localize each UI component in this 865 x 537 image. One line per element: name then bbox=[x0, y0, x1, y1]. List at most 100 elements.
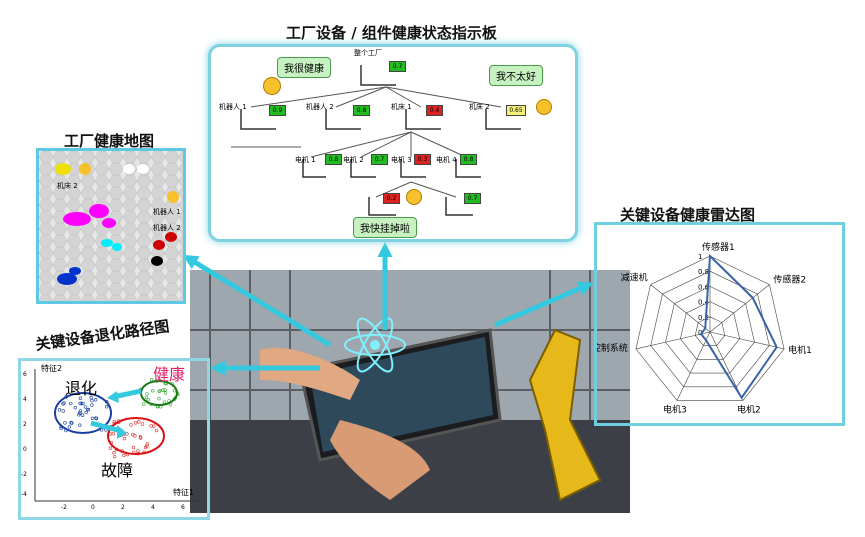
node-label-motor4: 电机 4 bbox=[436, 156, 457, 164]
scatter-point bbox=[145, 392, 149, 396]
node-label-motor3: 电机 3 bbox=[391, 156, 412, 164]
node-value-robot2: 0.8 bbox=[353, 105, 370, 116]
label-feature1: 特征1 bbox=[173, 488, 195, 497]
scatter-point bbox=[69, 420, 73, 425]
radar-tick-label: 1 bbox=[698, 253, 702, 261]
radar-chart: 00.20.40.60.81传感器1传感器2电机1电机2电机3控制系统减速机 bbox=[592, 241, 812, 415]
scatter-point bbox=[144, 395, 149, 400]
radar-tick-label: 0.2 bbox=[698, 314, 709, 322]
scatter-point bbox=[89, 396, 93, 400]
scatter-point bbox=[133, 421, 138, 425]
node-value-machine1: 0.4 bbox=[426, 105, 443, 116]
radar-category-label: 控制系统 bbox=[597, 342, 628, 354]
y-tick-2: 2 bbox=[23, 421, 27, 428]
radar-title: 关键设备健康雷达图 bbox=[620, 206, 756, 224]
smiley-sick-icon bbox=[167, 191, 179, 203]
radar-category-label: 电机2 bbox=[737, 403, 761, 415]
scatter-point bbox=[161, 388, 165, 392]
scatter-point bbox=[78, 396, 83, 400]
radar-tick-label: 0 bbox=[698, 329, 702, 337]
heatmap-label-robot2: 机器人 2 bbox=[153, 224, 181, 232]
scatter-point bbox=[151, 388, 155, 393]
bubble-unwell: 我不太好 bbox=[489, 65, 543, 86]
scatter-point bbox=[131, 445, 136, 450]
scatter-point bbox=[90, 416, 95, 420]
scatter-point bbox=[94, 416, 99, 421]
scatter-point bbox=[162, 400, 167, 404]
scatter-point bbox=[145, 442, 149, 446]
smiley-happy-icon bbox=[263, 77, 281, 95]
radar-series bbox=[699, 253, 778, 400]
radar-spoke bbox=[676, 331, 711, 401]
label-healthy: 健康 bbox=[153, 365, 186, 384]
node-value-machine2: 0.65 bbox=[506, 105, 526, 116]
smiley-dying-icon bbox=[406, 189, 422, 205]
scatter-plot bbox=[34, 369, 201, 502]
node-value-motor3: 0.3 bbox=[414, 154, 431, 165]
scatter-point bbox=[57, 408, 62, 412]
scatter-point bbox=[77, 413, 81, 417]
scatter-point bbox=[163, 391, 168, 395]
scatter-point bbox=[104, 404, 109, 409]
scatter-point bbox=[78, 401, 82, 406]
scatter-point bbox=[70, 421, 74, 425]
scatter-point bbox=[83, 405, 88, 409]
scatter-point bbox=[149, 424, 153, 428]
radar-spoke bbox=[709, 331, 744, 401]
scatter-point bbox=[129, 423, 133, 427]
radar-tick-label: 0.8 bbox=[698, 268, 709, 276]
degradation-path-plot: 退化 健康 故障 特征2 特征1 6 4 2 0 -2 -4 -2 0 2 4 … bbox=[18, 358, 210, 520]
factory-photo bbox=[190, 270, 630, 513]
bubble-healthy: 我很健康 bbox=[277, 57, 331, 78]
scatter-point bbox=[154, 428, 159, 433]
node-value-motor2: 0.7 bbox=[371, 154, 388, 165]
scatter-point bbox=[108, 446, 113, 450]
radar-grid-ring bbox=[650, 270, 770, 388]
y-tick-5: -4 bbox=[21, 491, 27, 498]
node-label-machine1: 机床 1 bbox=[391, 103, 412, 111]
scatter-point bbox=[90, 403, 94, 407]
node-value-motor4: 0.8 bbox=[460, 154, 477, 165]
label-degrade: 退化 bbox=[65, 379, 98, 398]
radar-category-label: 电机1 bbox=[788, 344, 812, 356]
arrow-to-heatmap bbox=[182, 254, 332, 348]
x-tick-3: 4 bbox=[151, 504, 155, 511]
bubble-dying: 我快挂掉啦 bbox=[353, 217, 417, 238]
scatter-point bbox=[157, 389, 161, 394]
y-tick-4: -2 bbox=[21, 471, 27, 478]
scatter-point bbox=[67, 425, 72, 429]
node-value-part2: 0.7 bbox=[464, 193, 481, 204]
health-indicator-board: 整个工厂 0.7 机器人 1 0.9 机器人 2 0.8 机床 1 0.4 机床… bbox=[208, 44, 578, 242]
node-value-robot1: 0.9 bbox=[269, 105, 286, 116]
heatmap-label-robot1: 机器人 1 bbox=[153, 208, 181, 216]
node-label-root: 整个工厂 bbox=[354, 49, 382, 57]
radar-grid-ring bbox=[635, 255, 785, 401]
scatter-point bbox=[73, 405, 77, 410]
scatter-point bbox=[157, 396, 161, 401]
label-feature2: 特征2 bbox=[41, 364, 63, 373]
scatter-point bbox=[78, 423, 82, 427]
heatmap-label-machine2: 机床 2 bbox=[57, 182, 78, 190]
label-fault: 故障 bbox=[101, 461, 134, 480]
node-value-root: 0.7 bbox=[389, 61, 406, 72]
x-tick-1: 0 bbox=[91, 504, 95, 511]
scatter-point bbox=[63, 421, 67, 425]
scatter-point bbox=[131, 432, 135, 437]
radar-tick-label: 0.6 bbox=[698, 283, 710, 291]
scatter-point bbox=[69, 401, 73, 406]
scatter-point bbox=[140, 422, 145, 426]
scatter-point bbox=[80, 413, 85, 417]
radar-category-label: 减速机 bbox=[621, 272, 648, 284]
scatter-point bbox=[94, 416, 98, 420]
smiley-sick-icon bbox=[536, 99, 552, 115]
radar-chart-panel: 00.20.40.60.81传感器1传感器2电机1电机2电机3控制系统减速机 bbox=[592, 222, 845, 426]
scatter-point bbox=[84, 410, 88, 415]
factory-health-map: 机床 2 机器人 1 机器人 2 bbox=[36, 148, 186, 304]
node-label-robot2: 机器人 2 bbox=[306, 103, 334, 111]
scatter-point bbox=[142, 402, 146, 406]
scatter-point bbox=[112, 451, 116, 455]
x-tick-2: 2 bbox=[121, 504, 125, 511]
radar-tick-label: 0.4 bbox=[698, 299, 710, 307]
tree-title: 工厂设备 / 组件健康状态指示板 bbox=[286, 24, 497, 42]
radar-spoke bbox=[709, 284, 770, 333]
